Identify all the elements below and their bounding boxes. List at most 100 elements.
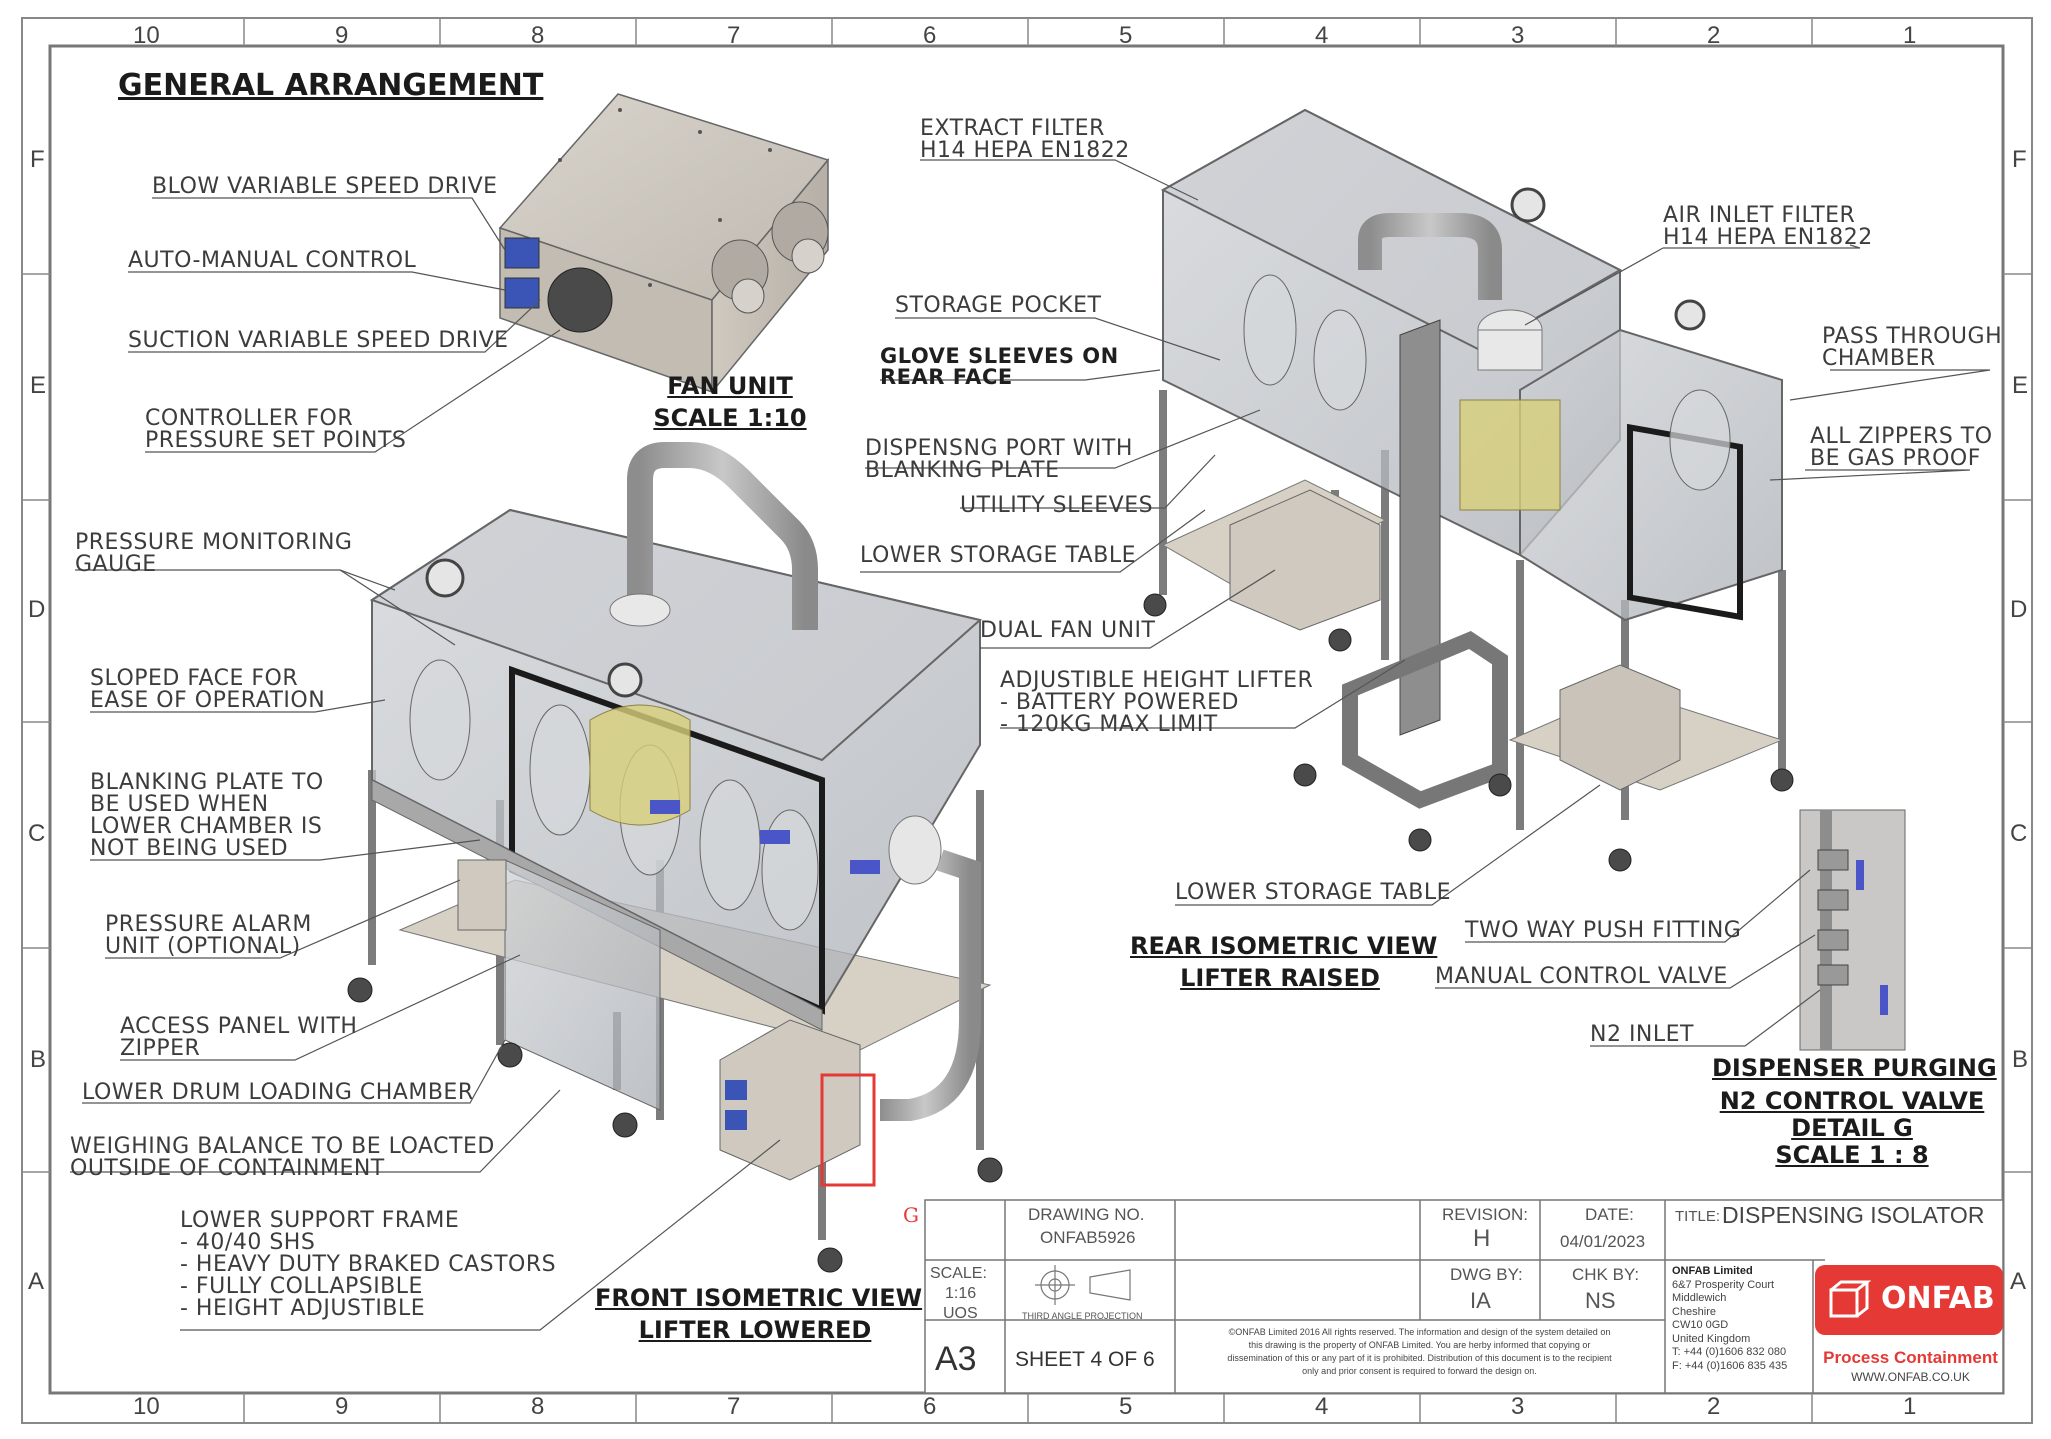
general-arrangement-heading: GENERAL ARRANGEMENT xyxy=(118,68,544,103)
zone-col-2: 2 xyxy=(1707,22,1721,49)
callout-gauge-1: PRESSURE MONITORING xyxy=(75,530,353,555)
callout-auto-manual: AUTO-MANUAL CONTROL xyxy=(128,248,417,273)
callout-dispensing-2: BLANKING PLATE xyxy=(865,458,1060,483)
company-name: ONFAB Limited xyxy=(1672,1265,1753,1277)
zone-col-8-bottom: 8 xyxy=(531,1393,545,1420)
units: UOS xyxy=(943,1305,978,1322)
zone-col-3-bottom: 3 xyxy=(1511,1393,1525,1420)
leader-lines xyxy=(70,159,1991,1331)
title-label: TITLE: xyxy=(1675,1208,1721,1225)
callout-sloped-2: EASE OF OPERATION xyxy=(90,688,326,713)
zone-col-9: 9 xyxy=(335,22,349,49)
website: WWW.ONFAB.CO.UK xyxy=(1851,1370,1970,1384)
callout-blanking-4: NOT BEING USED xyxy=(90,836,289,861)
paper-size: A3 xyxy=(935,1340,977,1378)
sheet-number: SHEET 4 OF 6 xyxy=(1015,1348,1155,1371)
callout-weighing-2: OUTSIDE OF CONTAINMENT xyxy=(70,1156,385,1181)
address-line-4: CW10 0GD xyxy=(1672,1319,1729,1331)
scale: 1:16 xyxy=(945,1285,977,1302)
zone-col-10: 10 xyxy=(133,22,160,49)
copyright-line-4: only and prior consent is required to fo… xyxy=(1302,1366,1537,1376)
zone-col-8: 8 xyxy=(531,22,545,49)
rear-view-subheading: LIFTER RAISED xyxy=(1180,964,1380,992)
zone-col-4: 4 xyxy=(1315,22,1329,49)
drawing-no-label: DRAWING NO. xyxy=(1028,1205,1145,1224)
front-view-heading: FRONT ISOMETRIC VIEW xyxy=(595,1284,923,1312)
cube-icon xyxy=(1829,1280,1871,1318)
callout-storage-pocket: STORAGE POCKET xyxy=(895,293,1102,318)
rear-isometric-drawing xyxy=(1143,108,1794,872)
zone-col-5-bottom: 5 xyxy=(1119,1393,1133,1420)
onfab-logo: ONFAB xyxy=(1815,1265,2003,1335)
date-label: DATE: xyxy=(1585,1205,1634,1224)
zone-row-a: A xyxy=(28,1268,45,1295)
zone-row-e: E xyxy=(30,372,47,399)
callout-alarm-2: UNIT (OPTIONAL) xyxy=(105,934,301,959)
callout-support-5: - HEIGHT ADJUSTIBLE xyxy=(180,1296,426,1321)
callout-suction-vsd: SUCTION VARIABLE SPEED DRIVE xyxy=(128,328,509,353)
scale-label: SCALE: xyxy=(930,1265,987,1282)
callout-manual-valve: MANUAL CONTROL VALVE xyxy=(1435,964,1728,989)
copyright-line-2: this drawing is the property of ONFAB Li… xyxy=(1248,1340,1591,1350)
logo-text: ONFAB xyxy=(1881,1281,1995,1316)
detail-g-heading-3: DETAIL G xyxy=(1791,1114,1913,1142)
callout-lifter-1: ADJUSTIBLE HEIGHT LIFTER xyxy=(1000,668,1314,693)
zone-col-3: 3 xyxy=(1511,22,1525,49)
callout-blanking-3: LOWER CHAMBER IS xyxy=(90,814,323,839)
zone-row-b: B xyxy=(30,1046,47,1073)
zone-col-2-bottom: 2 xyxy=(1707,1393,1721,1420)
callout-controller-2: PRESSURE SET POINTS xyxy=(145,428,407,453)
dwg-by-label: DWG BY: xyxy=(1450,1265,1523,1284)
zone-col-7: 7 xyxy=(727,22,741,49)
callout-access-1: ACCESS PANEL WITH xyxy=(120,1014,358,1039)
projection-label: THIRD ANGLE PROJECTION xyxy=(1022,1311,1143,1321)
callout-weighing-1: WEIGHING BALANCE TO BE LOACTED xyxy=(70,1134,495,1159)
callout-lifter-2: - BATTERY POWERED xyxy=(1000,690,1239,715)
callout-utility: UTILITY SLEEVES xyxy=(960,493,1154,518)
zone-col-6: 6 xyxy=(923,22,937,49)
zone-col-9-bottom: 9 xyxy=(335,1393,349,1420)
callout-support-3: - HEAVY DUTY BRAKED CASTORS xyxy=(180,1252,557,1277)
callout-lower-table-2: LOWER STORAGE TABLE xyxy=(1175,880,1451,905)
rear-view-heading: REAR ISOMETRIC VIEW xyxy=(1130,932,1438,960)
detail-g-marker: G xyxy=(903,1203,920,1227)
callout-dispensing-1: DISPENSNG PORT WITH xyxy=(865,436,1133,461)
callout-blanking-1: BLANKING PLATE TO xyxy=(90,770,324,795)
detail-g-heading-1: DISPENSER PURGING xyxy=(1712,1054,1997,1082)
zone-row-f: F xyxy=(30,146,45,173)
callout-lower-table-1: LOWER STORAGE TABLE xyxy=(860,543,1136,568)
callout-support-4: - FULLY COLLAPSIBLE xyxy=(180,1274,423,1299)
fan-unit-drawing xyxy=(498,93,830,395)
callout-pass-2: CHAMBER xyxy=(1822,346,1936,371)
revision-label: REVISION: xyxy=(1442,1205,1528,1224)
callout-zippers-2: BE GAS PROOF xyxy=(1810,446,1981,471)
zone-row-e-right: E xyxy=(2012,372,2029,399)
chk-by-label: CHK BY: xyxy=(1572,1265,1640,1284)
dwg-by: IA xyxy=(1470,1288,1491,1313)
front-view-subheading: LIFTER LOWERED xyxy=(638,1316,872,1344)
front-isometric-drawing xyxy=(347,442,1003,1273)
callout-access-2: ZIPPER xyxy=(120,1036,201,1061)
zone-col-6-bottom: 6 xyxy=(923,1393,937,1420)
callout-blanking-2: BE USED WHEN xyxy=(90,792,269,817)
callout-extract-1: EXTRACT FILTER xyxy=(920,116,1105,141)
fan-unit-heading: FAN UNIT xyxy=(667,372,793,400)
revision: H xyxy=(1473,1225,1491,1252)
callout-glove-1: GLOVE SLEEVES ON xyxy=(880,344,1119,368)
callout-support-1: LOWER SUPPORT FRAME xyxy=(180,1208,460,1233)
address-line-2: Middlewich xyxy=(1672,1292,1727,1304)
zone-col-4-bottom: 4 xyxy=(1315,1393,1329,1420)
callout-air-inlet-2: H14 HEPA EN1822 xyxy=(1663,225,1873,250)
callout-zippers-1: ALL ZIPPERS TO xyxy=(1810,424,1993,449)
address-line-3: Cheshire xyxy=(1672,1305,1717,1318)
zone-col-10-bottom: 10 xyxy=(133,1393,160,1420)
zone-row-f-right: F xyxy=(2012,146,2027,173)
address-line-5: United Kingdom xyxy=(1672,1332,1751,1345)
copyright-line-1: ©ONFAB Limited 2016 All rights reserved.… xyxy=(1228,1327,1611,1337)
callout-drum-chamber: LOWER DRUM LOADING CHAMBER xyxy=(82,1080,474,1105)
callout-push-fitting: TWO WAY PUSH FITTING xyxy=(1465,918,1742,943)
callout-dual-fan: DUAL FAN UNIT xyxy=(980,618,1156,643)
fan-unit-scale: SCALE 1:10 xyxy=(653,404,807,432)
detail-g-heading-2: N2 CONTROL VALVE xyxy=(1719,1087,1985,1115)
